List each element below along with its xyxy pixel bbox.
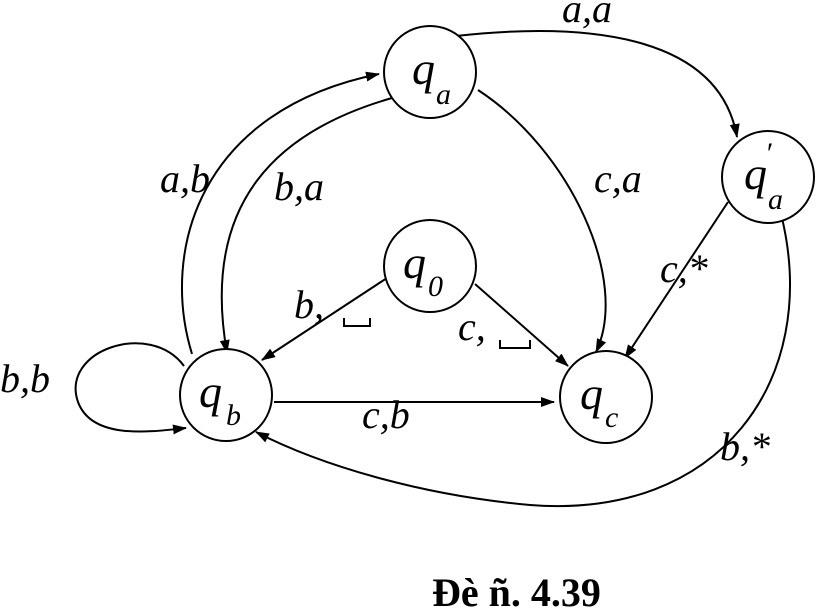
blank-symbol-icon	[499, 340, 531, 349]
edge-qb-to-qa	[181, 71, 380, 355]
state-qb: q b	[179, 348, 273, 442]
state-qa-prime: q ′ a	[721, 130, 815, 224]
edge-label-qb-to-qc: c,b	[362, 392, 410, 437]
edge-label-qb-to-qa: a,b	[160, 156, 210, 201]
svg-text:q: q	[744, 148, 767, 199]
edge-qa-to-qb	[219, 97, 393, 354]
edge-qa-to-qc	[477, 89, 607, 353]
edge-label-qb-loop: b,b	[0, 356, 50, 401]
state-q0: q 0	[383, 219, 477, 313]
edge-label-qa-prime-to-qb: b,*	[720, 424, 770, 469]
edge-label-q0-to-qc: c,	[458, 304, 486, 349]
edge-label-qa-to-qb: b,a	[274, 164, 324, 209]
figure-caption: Đè ñ. 4.39	[432, 570, 601, 612]
edge-q0-to-qc	[474, 283, 569, 367]
edge-label-q0-to-qb: b,	[294, 282, 324, 327]
svg-text:q: q	[403, 237, 426, 288]
edge-qa-to-qa-prime	[455, 30, 740, 138]
edge-q0-to-qb	[261, 275, 391, 361]
svg-text:a: a	[768, 183, 783, 216]
svg-text:′: ′	[765, 137, 772, 170]
svg-text:a: a	[436, 78, 451, 111]
state-qa: q a	[383, 25, 477, 119]
svg-text:q: q	[412, 43, 435, 94]
blank-symbol-icon	[343, 318, 371, 327]
svg-text:q: q	[199, 366, 222, 417]
svg-text:q: q	[580, 368, 603, 419]
edge-qb-loop	[74, 342, 187, 435]
svg-text:b: b	[226, 399, 241, 432]
edge-label-qa-prime-to-qc: c,*	[660, 246, 708, 291]
edge-qa-prime-to-qc	[624, 201, 729, 359]
edge-qa-prime-to-qb	[255, 217, 791, 508]
state-qc: q c	[559, 350, 653, 444]
edge-label-qa-to-qc: c,a	[594, 156, 642, 201]
svg-text:c: c	[605, 401, 618, 434]
edge-label-qa-to-qa-prime: a,a	[562, 0, 612, 31]
svg-text:0: 0	[428, 270, 443, 303]
